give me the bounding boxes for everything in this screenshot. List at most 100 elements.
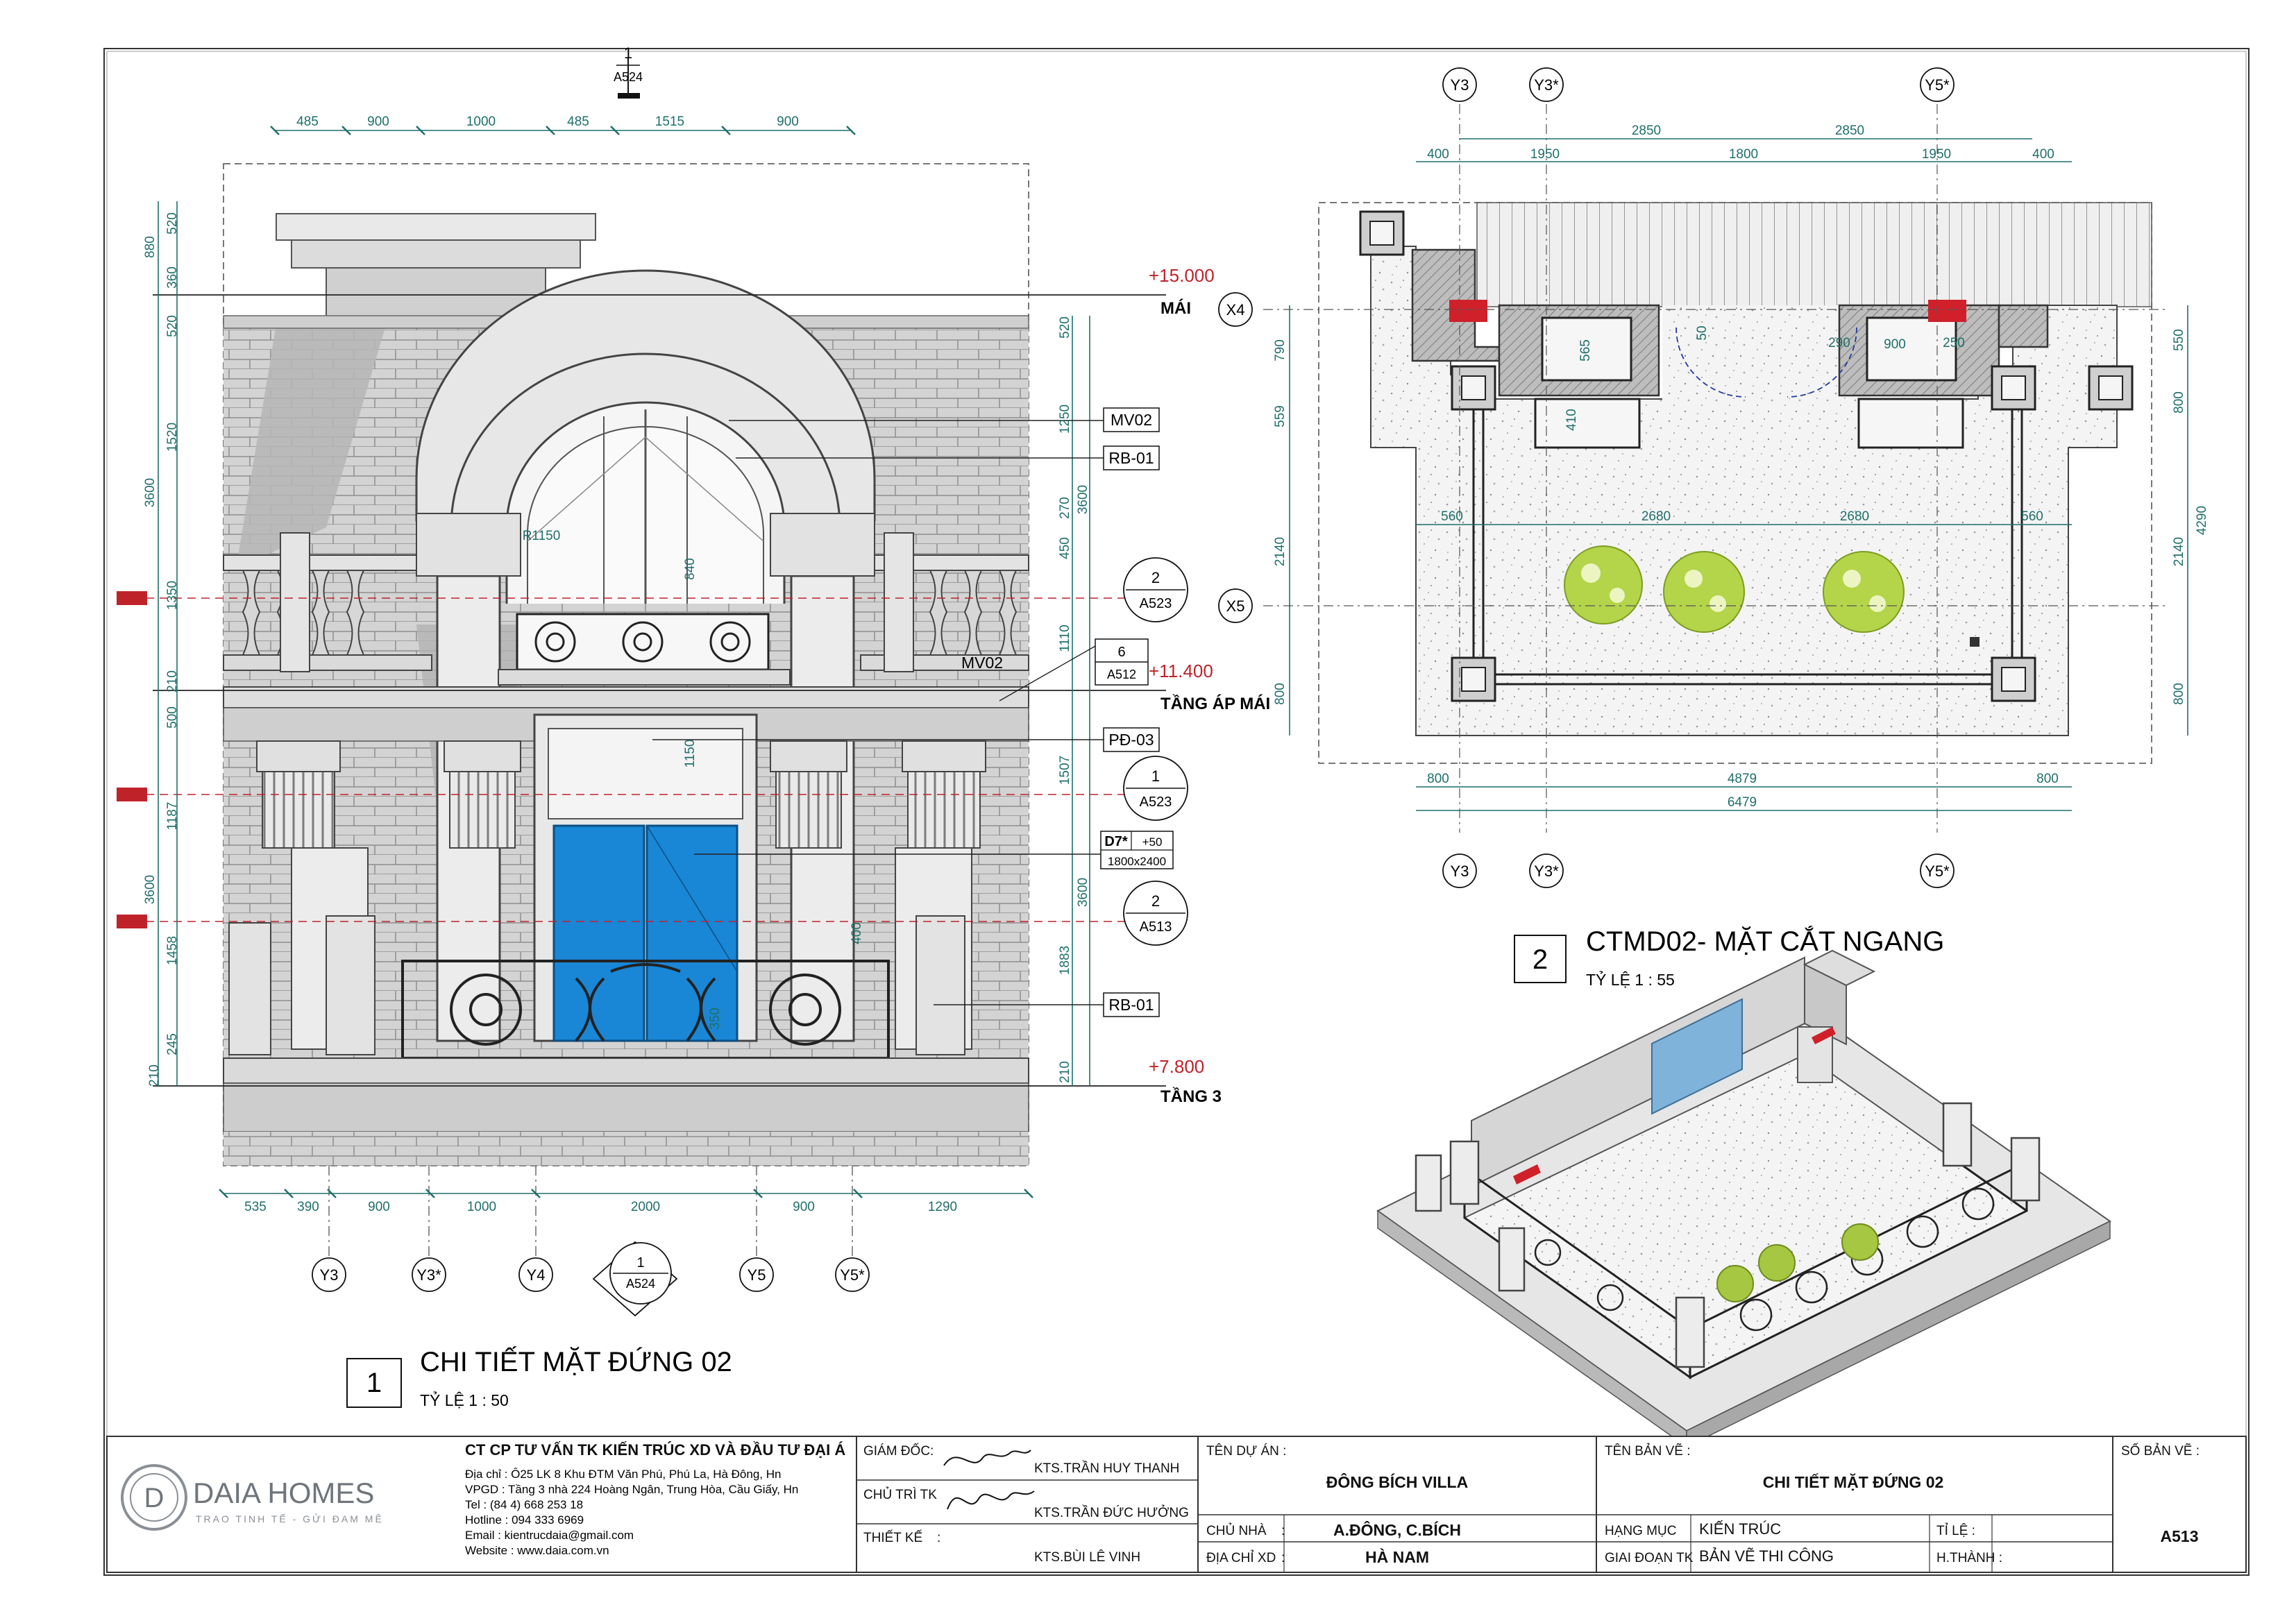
plan-top-dim-1: 2850 bbox=[1835, 124, 1864, 138]
plan-inner-dim: 900 bbox=[1884, 337, 1906, 352]
address-line: Địa chỉ : Ô25 LK 8 Khu ĐTM Văn Phú, Phú … bbox=[465, 1468, 781, 1481]
door-tag: D7* +50 1800x2400 bbox=[1100, 831, 1174, 869]
elev-left-dim: 1520 bbox=[165, 423, 180, 452]
plan-balustrade-rails bbox=[1472, 409, 2023, 686]
view1-number: 1 bbox=[366, 1368, 382, 1398]
elev-right-dim: 1250 bbox=[1058, 405, 1072, 434]
pilaster-right bbox=[770, 513, 875, 577]
detail-ref-a512-sheet: A512 bbox=[1107, 668, 1136, 681]
elev-left-dim: 520 bbox=[165, 315, 180, 337]
door-swing-line bbox=[646, 825, 738, 972]
elev-inner-dim: 400 bbox=[850, 922, 864, 944]
elev-left-dim: 3600 bbox=[143, 478, 158, 507]
plan-grid-bubble-bottom: Y3* bbox=[1534, 863, 1559, 880]
grid-bubble-x4 bbox=[1218, 292, 1253, 327]
plan-bottom-dim-1: 800 bbox=[2036, 772, 2059, 786]
company-logo: D bbox=[121, 1464, 187, 1531]
elev-grid-bubble-circle bbox=[518, 1257, 553, 1292]
plan-inner-dim: 250 bbox=[1943, 336, 1965, 350]
door-leaf-right bbox=[645, 824, 738, 1042]
elev-grid-bubble: Y3* bbox=[416, 1266, 441, 1284]
section-cut-bar bbox=[618, 93, 640, 99]
dimension-lines bbox=[158, 130, 1090, 1194]
plan-top-dim-2: 1950 bbox=[1922, 147, 1951, 162]
site-colon: : bbox=[1281, 1551, 1285, 1565]
grid-label-x5: X5 bbox=[1226, 597, 1245, 615]
view2-title: CTMD02- MẶT CẮT NGANG bbox=[1586, 925, 1944, 957]
sheet-number: A513 bbox=[2161, 1527, 2199, 1545]
detail-ref-a523-top-num: 2 bbox=[1151, 569, 1160, 586]
level-attic-value: +11.400 bbox=[1149, 661, 1213, 681]
door-tag-size: 1800x2400 bbox=[1108, 855, 1166, 868]
lower-frieze bbox=[223, 1082, 1029, 1132]
view1-number-box bbox=[346, 1358, 402, 1408]
elev-inner-dim: R1150 bbox=[523, 529, 561, 543]
plan-left-dim: 790 bbox=[1273, 339, 1288, 362]
plan-right-dim: 550 bbox=[2172, 329, 2186, 351]
site-label: ĐỊA CHỈ XD bbox=[1206, 1550, 1276, 1565]
elev-inner-dim: 350 bbox=[708, 1008, 723, 1030]
tag-pd03: PĐ-03 bbox=[1108, 731, 1154, 749]
section-marker-sheet: A524 bbox=[614, 70, 643, 84]
elev-top-dim: 900 bbox=[777, 114, 799, 129]
project-label: TÊN DỰ ÁN : bbox=[1206, 1443, 1286, 1459]
elev-bottom-dim: 1000 bbox=[467, 1200, 496, 1214]
scale-label: TỈ LỆ : bbox=[1936, 1523, 1975, 1538]
elev-grid-bubble-circle bbox=[739, 1257, 774, 1292]
plan-grid-bubble-bottom: Y3 bbox=[1451, 863, 1469, 880]
plan-grid-bubble-bottom-circle bbox=[1529, 853, 1564, 888]
detail-ref-a523-top-sheet: A523 bbox=[1140, 596, 1172, 611]
section-callout-num: 1 bbox=[636, 1255, 644, 1271]
elev-left-dim: 1458 bbox=[165, 936, 180, 965]
top-cornice bbox=[276, 213, 596, 241]
elev-grid-bubble-circle bbox=[835, 1257, 870, 1292]
view2-number: 2 bbox=[1533, 944, 1548, 975]
plan-right-dim: 2140 bbox=[2172, 537, 2186, 566]
upper-balustrade-right bbox=[860, 532, 1029, 672]
elev-inner-dim: 840 bbox=[683, 558, 698, 580]
grid-bubble-x5 bbox=[1218, 588, 1253, 623]
elev-left-dim: 1187 bbox=[165, 802, 180, 831]
elev-left-dim: 210 bbox=[147, 1064, 162, 1087]
sheet-border-outer bbox=[103, 48, 2249, 1576]
elev-right-dim: 210 bbox=[1058, 1061, 1072, 1083]
plan-inner-dim: 2680 bbox=[1641, 509, 1671, 524]
owner-name: A.ĐÔNG, C.BÍCH bbox=[1333, 1520, 1461, 1539]
plan-inner-dim: 560 bbox=[1441, 509, 1463, 524]
detail-ref-a513: 2 A513 bbox=[1123, 881, 1188, 946]
plan-right-dim: 800 bbox=[2172, 391, 2186, 414]
plan-inner-dim: 2680 bbox=[1840, 509, 1869, 524]
signature-director bbox=[943, 1450, 1031, 1466]
level-roof-name: MÁI bbox=[1160, 298, 1191, 318]
elev-top-dim: 900 bbox=[367, 114, 389, 129]
section-callout-bottom: 1 A524 bbox=[592, 1241, 678, 1317]
elevation-gridlines bbox=[328, 1166, 853, 1256]
leader-lines bbox=[652, 420, 1104, 1005]
elev-grid-bubble-circle bbox=[312, 1257, 346, 1292]
elev-bottom-dim: 1290 bbox=[928, 1200, 957, 1214]
plan-grid-bubble-top-circle bbox=[1920, 67, 1955, 102]
door-tag-offset: +50 bbox=[1142, 835, 1163, 849]
plan-left-dim: 559 bbox=[1273, 405, 1288, 427]
logo-tagline: TRAO TINH TẾ - GỬI ĐAM MÊ bbox=[196, 1513, 384, 1524]
elev-left-dim: 360 bbox=[165, 266, 180, 289]
elev-right-dim: 1110 bbox=[1058, 624, 1072, 652]
plan-grid-bubble-top: Y3 bbox=[1451, 76, 1469, 94]
detail-ref-a523-mid-num: 1 bbox=[1151, 767, 1160, 785]
plan-shrubs bbox=[1564, 545, 1905, 633]
completion-label: H.THÀNH : bbox=[1936, 1551, 2002, 1565]
plan-bottom-dim-2: 6479 bbox=[1728, 795, 1757, 810]
level-markers bbox=[117, 591, 147, 928]
top-cornice-2 bbox=[291, 239, 581, 269]
role-lead-label: CHỦ TRÌ TK bbox=[863, 1487, 937, 1502]
plan-bottom-dim-1: 4879 bbox=[1728, 772, 1757, 786]
dimension-ticks bbox=[219, 126, 1033, 1198]
plan-red-marks bbox=[1449, 300, 1966, 322]
role-lead-name: KTS.TRẦN ĐỨC HƯỞNG bbox=[1034, 1505, 1189, 1520]
elev-grid-bubble: Y5 bbox=[748, 1266, 766, 1284]
section-marker-num: 1 bbox=[624, 44, 632, 62]
door-tag-code: D7* bbox=[1104, 834, 1128, 849]
facade-shadow bbox=[236, 316, 389, 569]
logo-name: DAIA HOMES bbox=[193, 1477, 374, 1509]
